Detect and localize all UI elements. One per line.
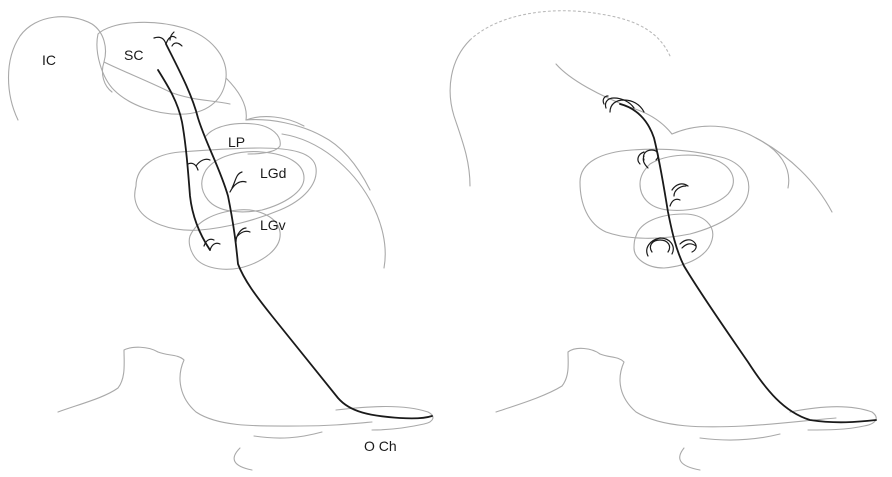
ic-outline <box>9 17 113 120</box>
label-lp: LP <box>228 134 245 150</box>
ventral-lower-contour-right <box>680 448 700 470</box>
axon-right <box>620 104 876 422</box>
lateral-outer-right <box>756 138 789 188</box>
lgv-terminal-arbor-right <box>647 238 696 256</box>
och-lower-contour <box>254 432 322 438</box>
label-och: O Ch <box>364 438 397 454</box>
sc-outline-right <box>556 64 672 134</box>
ventral-lower-contour <box>234 448 252 470</box>
lgv-terminal-branch <box>236 228 250 242</box>
midbrain-outline-right <box>450 40 470 186</box>
right-panel <box>450 11 876 470</box>
label-lgv: LGv <box>260 217 286 233</box>
ventral-contour-right <box>496 348 836 427</box>
lgd-terminal-branch-right <box>670 184 688 206</box>
sc-dotted-outline <box>470 11 670 56</box>
sc-terminal-arbor <box>154 32 182 46</box>
dorsal-outline-right <box>672 126 832 212</box>
label-lgd: LGd <box>260 165 286 181</box>
och-lower-contour-right <box>700 434 780 440</box>
lgd-outline <box>202 152 304 212</box>
left-panel: IC SC LP LGd LGv O Ch <box>9 17 433 470</box>
label-ic: IC <box>42 52 56 68</box>
lgd-terminal-branch <box>230 172 246 192</box>
dorsal-thalamus-outline <box>226 78 370 190</box>
lgd-outline-right <box>640 155 733 210</box>
lgv-outline-right <box>634 214 713 268</box>
ventral-contour <box>58 347 372 426</box>
label-sc: SC <box>124 47 143 63</box>
